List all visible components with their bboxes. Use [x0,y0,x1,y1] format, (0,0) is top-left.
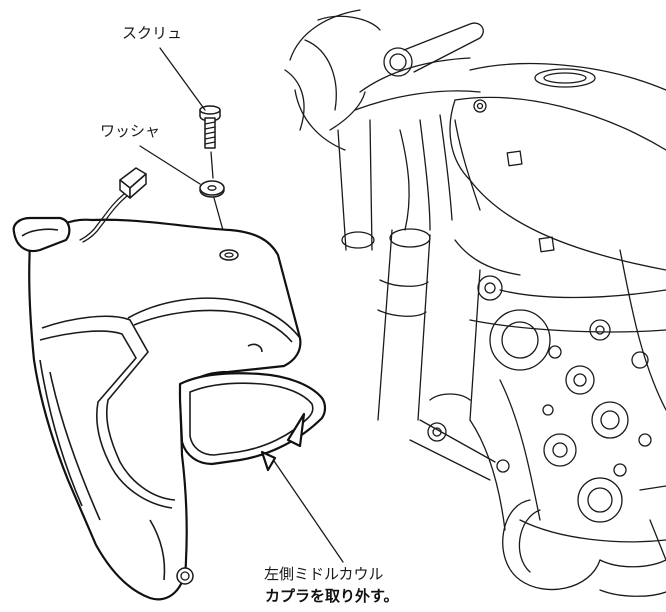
screw-label: スクリュ [122,24,183,42]
screw-icon [199,105,221,149]
washer-icon [199,180,225,198]
part-leader [271,457,344,563]
washer-leader [139,145,201,185]
middle-cowl [12,216,327,601]
motorcycle-frame [284,9,666,597]
washer-label: ワッシャ [100,122,161,140]
instruction-text: カプラを取り外す。 [265,587,399,605]
screw-leader [159,47,206,111]
coupler-icon [79,167,147,243]
middle-cowl-label: 左側ミドルカウル [264,565,384,583]
